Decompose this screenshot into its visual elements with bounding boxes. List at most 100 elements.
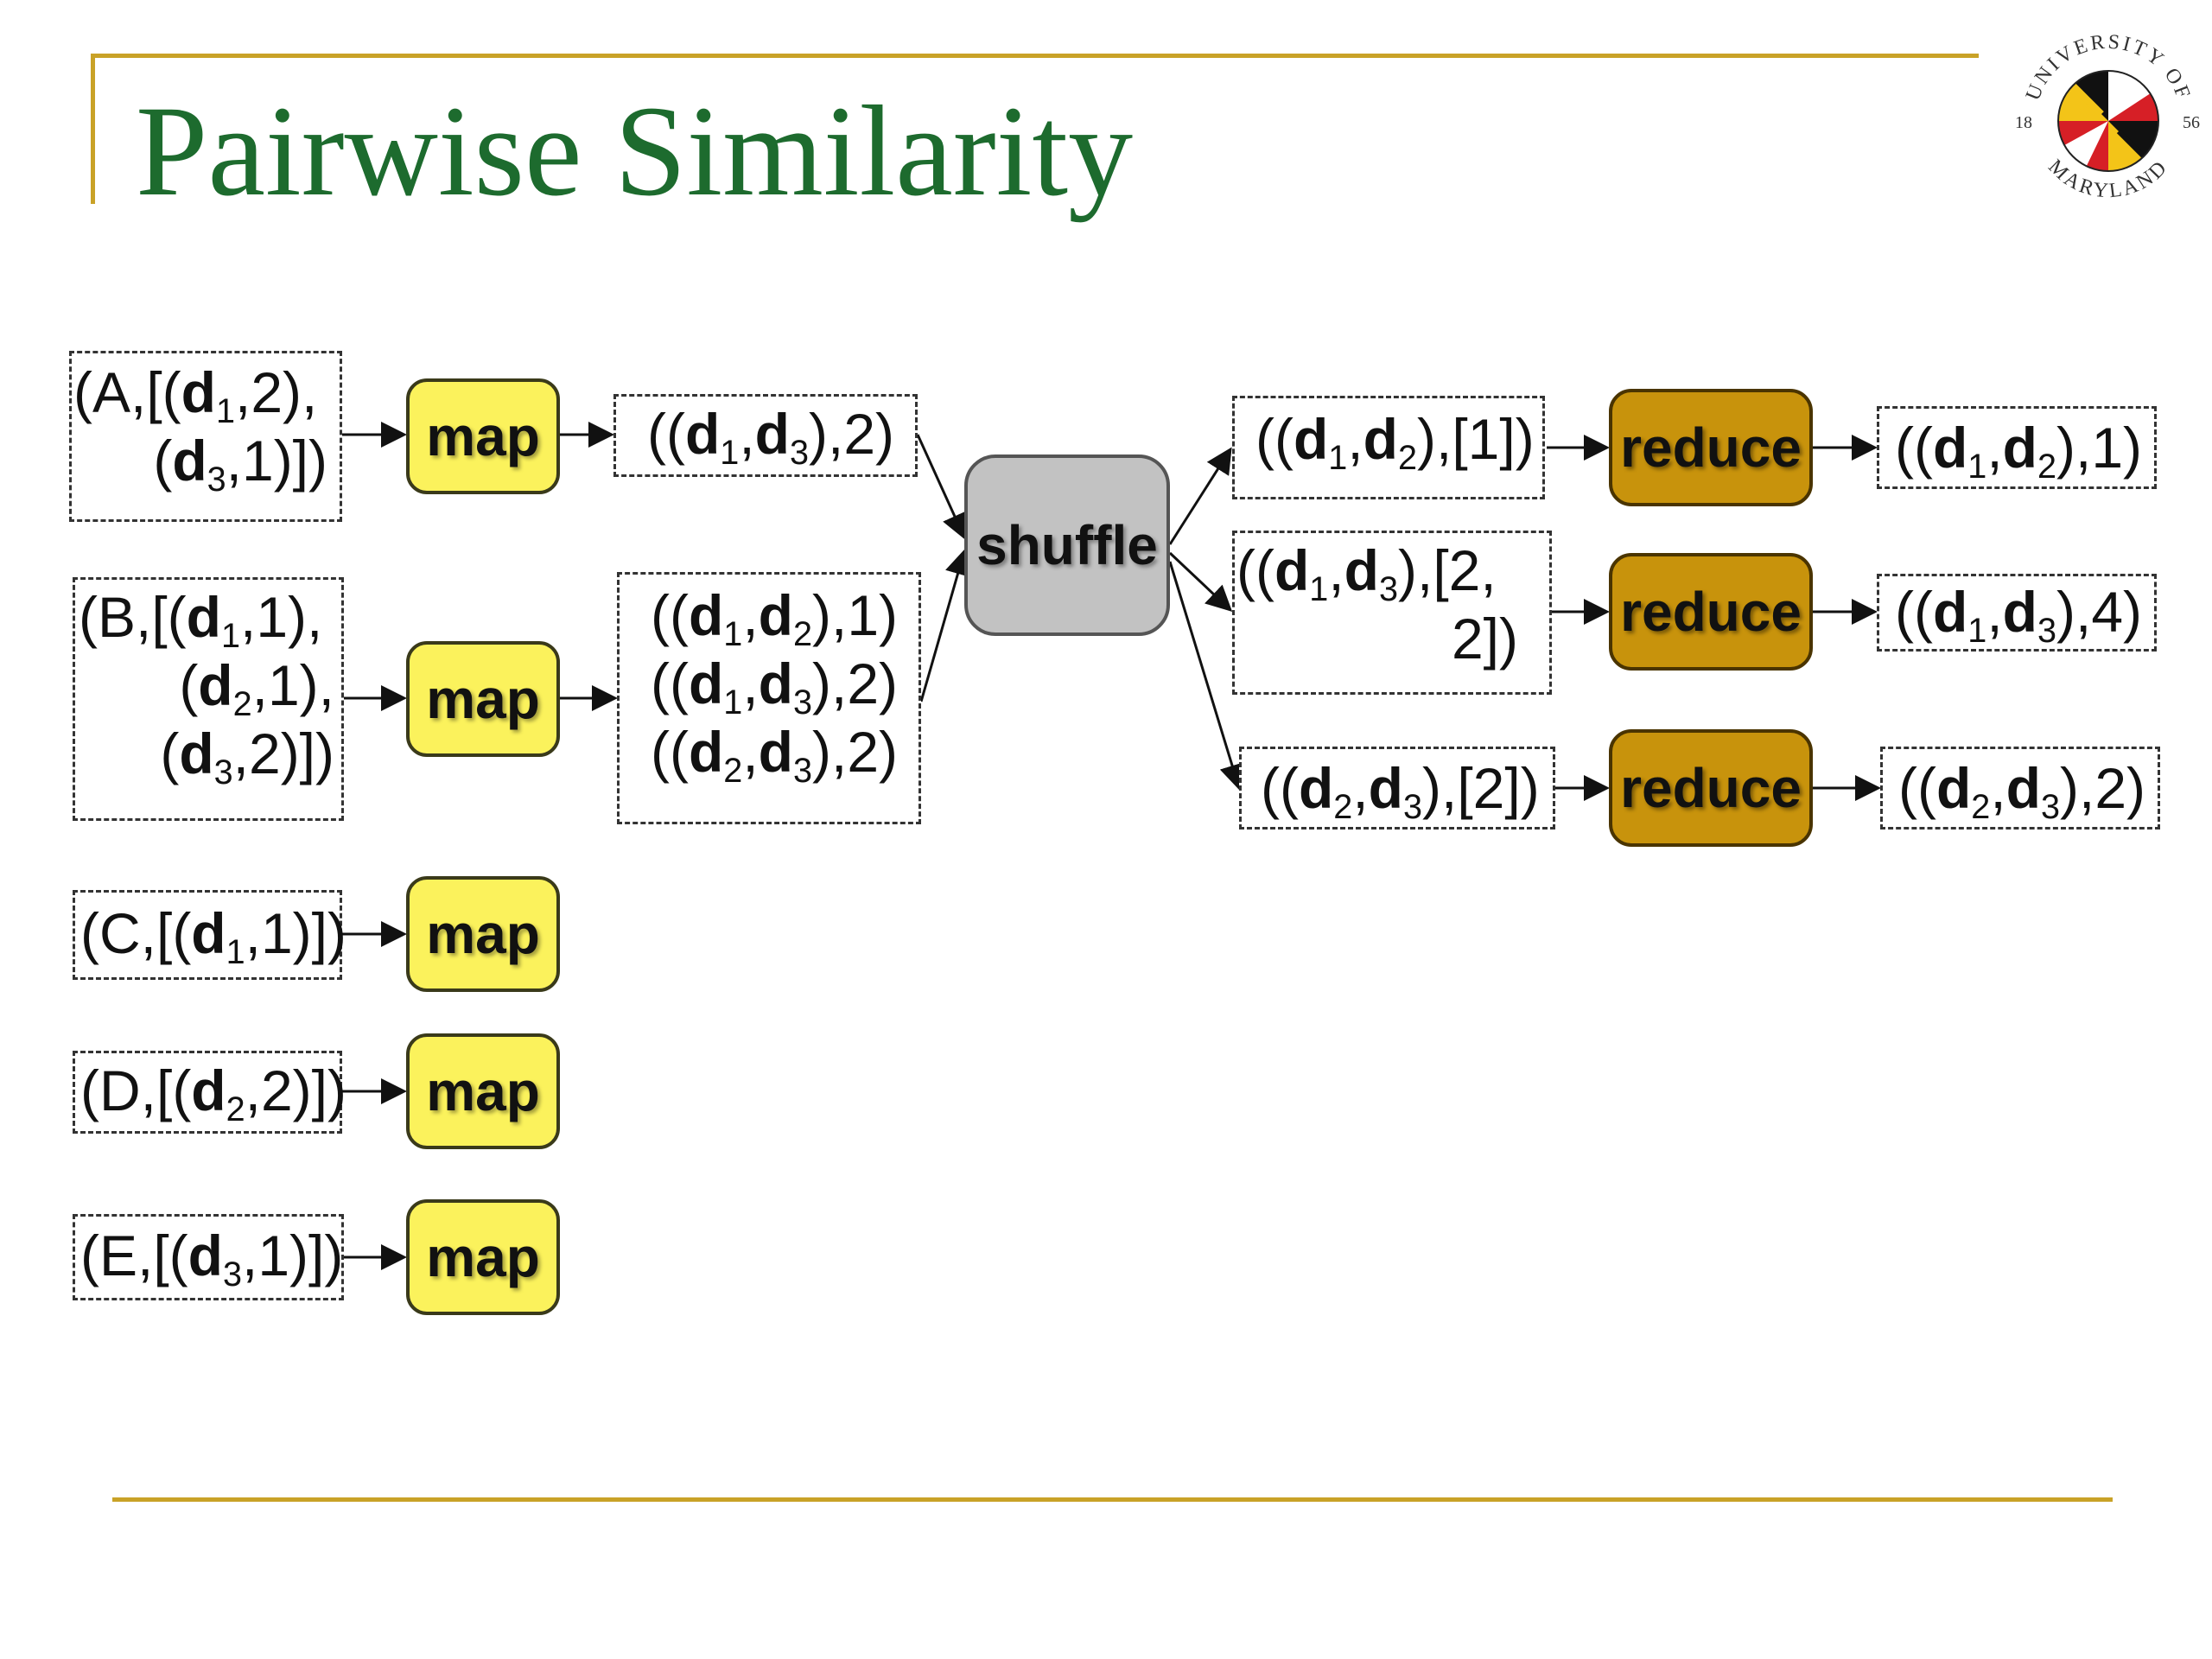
doc-index: 1 — [1328, 438, 1348, 477]
seal-year-right: 56 — [2183, 113, 2200, 132]
title-rule — [91, 54, 1979, 58]
reduce-output-box-1: ((d1,d2),1) — [1877, 406, 2157, 489]
doc-index: 1 — [226, 932, 245, 971]
reduce-output-box-3: ((d2,d3),2) — [1880, 747, 2160, 830]
doc-symbol: d — [1932, 580, 1968, 644]
reduce-node-1: reduce — [1609, 389, 1813, 506]
formula-text: ,1)]) — [242, 1224, 344, 1287]
map-node-a: map — [406, 378, 560, 494]
formula-text: , — [1986, 580, 2003, 644]
map-node-d: map — [406, 1033, 560, 1149]
formula-text: , — [742, 720, 759, 785]
doc-symbol: d — [198, 653, 233, 718]
formula-text: ( — [160, 721, 180, 786]
arrow-out1-shuffle — [916, 434, 967, 540]
doc-index: 3 — [2037, 611, 2056, 650]
formula-line: (A,[(d1,2), — [73, 359, 327, 429]
formula-text: ),2) — [812, 652, 898, 716]
doc-symbol: d — [191, 901, 226, 965]
formula-line: (B,[(d1,1), — [79, 583, 334, 655]
doc-symbol: d — [688, 583, 724, 647]
formula-line: ((d2,d3),2) — [1898, 754, 2158, 826]
map-node-b: map — [406, 641, 560, 757]
doc-symbol: d — [688, 652, 724, 716]
doc-symbol: d — [684, 402, 721, 466]
seal-year-left: 18 — [2015, 113, 2032, 132]
map-node-c: map — [406, 876, 560, 992]
arrow-shuffle-g3 — [1168, 561, 1245, 791]
doc-index: 2 — [1971, 787, 1991, 826]
formula-text: ,2)]) — [245, 1058, 346, 1122]
formula-text: (( — [1236, 538, 1274, 602]
grouped-box-d1-d2: ((d1,d2),[1]) — [1232, 396, 1545, 499]
formula-line: ((d1,d3),[2, — [1236, 537, 1518, 608]
doc-symbol: d — [1344, 538, 1379, 602]
formula-line: ((d1,d3),2) — [647, 400, 915, 470]
doc-index: 1 — [1309, 569, 1329, 608]
formula-text: , — [1328, 538, 1344, 602]
input-box-a: (A,[(d1,2),(d3,1)]) — [69, 351, 342, 522]
formula-line: (C,[(d1,1)]) — [80, 899, 346, 971]
doc-symbol: d — [181, 360, 216, 424]
formula-line: (D,[(d2,2)]) — [80, 1057, 346, 1128]
input-box-d: (D,[(d2,2)]) — [73, 1051, 346, 1134]
doc-symbol: d — [1368, 756, 1403, 820]
doc-index: 3 — [789, 433, 809, 472]
formula-text: ),1) — [2056, 416, 2142, 480]
formula-text: (( — [647, 402, 685, 466]
formula-text: , — [1352, 756, 1369, 820]
formula-line: 2]) — [1236, 605, 1518, 673]
doc-symbol: d — [758, 583, 793, 647]
formula-text: , — [742, 652, 759, 716]
doc-symbol: d — [1293, 407, 1329, 471]
formula-text: ),2) — [2060, 756, 2145, 820]
doc-index: 1 — [220, 616, 240, 655]
formula-text: (D,[( — [80, 1058, 192, 1122]
formula-text: ,2), — [235, 360, 318, 424]
doc-index: 1 — [723, 683, 743, 722]
doc-symbol: d — [1932, 416, 1968, 480]
doc-symbol: d — [1274, 538, 1310, 602]
doc-symbol: d — [179, 721, 214, 786]
formula-text: , — [742, 583, 759, 647]
formula-text: ,1), — [240, 585, 323, 649]
formula-text: (( — [651, 583, 689, 647]
formula-line: ((d1,d2),[1]) — [1255, 405, 1542, 477]
input-box-b: (B,[(d1,1),(d2,1),(d3,2)]) — [73, 577, 344, 821]
formula-line: ((d1,d3),4) — [1895, 578, 2154, 648]
formula-text: ),[2, — [1398, 538, 1497, 602]
doc-index: 3 — [2040, 787, 2060, 826]
doc-index: 3 — [792, 683, 812, 722]
formula-text: ),2) — [812, 720, 898, 785]
doc-index: 2 — [226, 1090, 245, 1128]
doc-symbol: d — [758, 720, 793, 785]
formula-text: ( — [153, 429, 173, 493]
footer-rule — [112, 1497, 2113, 1502]
doc-symbol: d — [188, 1224, 223, 1287]
formula-text: (( — [1895, 580, 1933, 644]
doc-index: 3 — [1378, 569, 1398, 608]
formula-line: (d2,1), — [79, 652, 334, 724]
doc-symbol: d — [186, 585, 221, 649]
shuffle-node: shuffle — [964, 454, 1170, 636]
doc-symbol: d — [2005, 756, 2041, 820]
formula-text: ),4) — [2056, 580, 2142, 644]
doc-symbol: d — [754, 402, 790, 466]
doc-symbol: d — [1298, 756, 1334, 820]
formula-line: (d3,1)]) — [73, 427, 327, 497]
formula-text: ,1)]) — [226, 429, 327, 493]
formula-line: (d3,2)]) — [79, 720, 334, 790]
doc-index: 3 — [1402, 787, 1422, 826]
doc-symbol: d — [172, 429, 207, 493]
reduce-node-2: reduce — [1609, 553, 1813, 671]
doc-index: 2 — [792, 614, 812, 653]
arrow-out2-shuffle — [919, 549, 970, 702]
doc-index: 2 — [1397, 438, 1417, 477]
doc-index: 2 — [232, 685, 252, 724]
formula-line: ((d1,d2),1) — [651, 582, 918, 653]
formula-text: (( — [1898, 756, 1936, 820]
doc-index: 3 — [207, 461, 226, 499]
formula-text: (B,[( — [79, 585, 187, 649]
formula-text: (( — [651, 652, 689, 716]
formula-text: (( — [1255, 407, 1294, 471]
